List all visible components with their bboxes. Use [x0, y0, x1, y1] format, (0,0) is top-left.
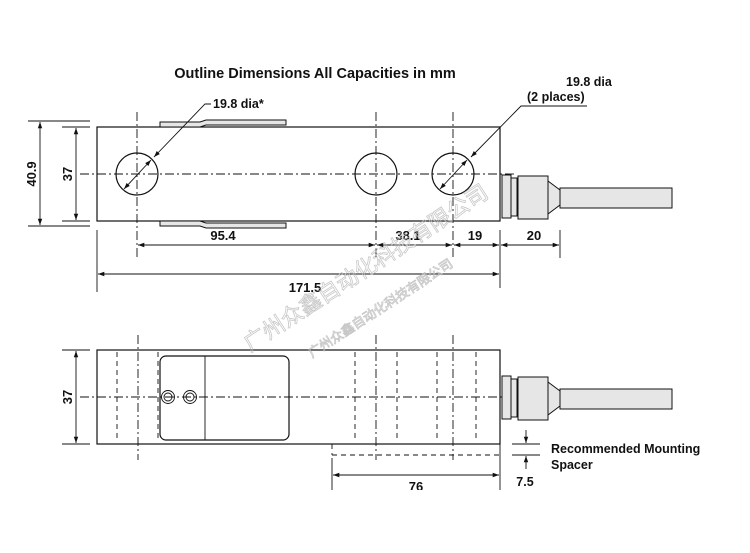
spacer-label-1: Recommended Mounting	[551, 442, 700, 456]
side-view: 37 76 Recommended Mounting Spacer 7.5	[60, 335, 700, 494]
screw-icon	[183, 390, 197, 404]
dim-7-5: 7.5	[516, 475, 533, 489]
cable-gland-top	[501, 174, 673, 220]
hole-label-right-1: 19.8 dia	[566, 75, 613, 89]
load-hole	[431, 152, 475, 196]
dim-20: 20	[527, 228, 541, 243]
load-hole	[354, 152, 398, 196]
mounting-hole	[115, 152, 159, 196]
dim-40-9: 40.9	[24, 161, 39, 186]
dim-19: 19	[468, 228, 482, 243]
top-view: 19.8 dia* 19.8 dia (2 places) 40.9 37 95…	[24, 75, 673, 295]
drawing-title: Outline Dimensions All Capacities in mm	[174, 66, 455, 82]
dim-171-5: 171.5	[289, 280, 322, 295]
cable	[559, 187, 673, 209]
hole-label-left: 19.8 dia*	[213, 97, 264, 111]
cable-gland-side	[501, 375, 673, 421]
watermark: 广州众鑫自动化科技有限公司 广州众鑫自动化科技有限公司	[239, 180, 493, 362]
dim-37-top: 37	[60, 167, 75, 181]
bottom-strap	[159, 220, 287, 229]
screw-icon	[161, 390, 175, 404]
dim-37-side: 37	[60, 390, 75, 404]
dim-95-4: 95.4	[210, 228, 236, 243]
cover-plate	[159, 355, 290, 441]
dim-38-1: 38.1	[395, 228, 420, 243]
hole-label-right-2: (2 places)	[527, 90, 585, 104]
spacer-label-2: Spacer	[551, 458, 593, 472]
top-strap	[159, 119, 287, 128]
cable	[559, 388, 673, 410]
